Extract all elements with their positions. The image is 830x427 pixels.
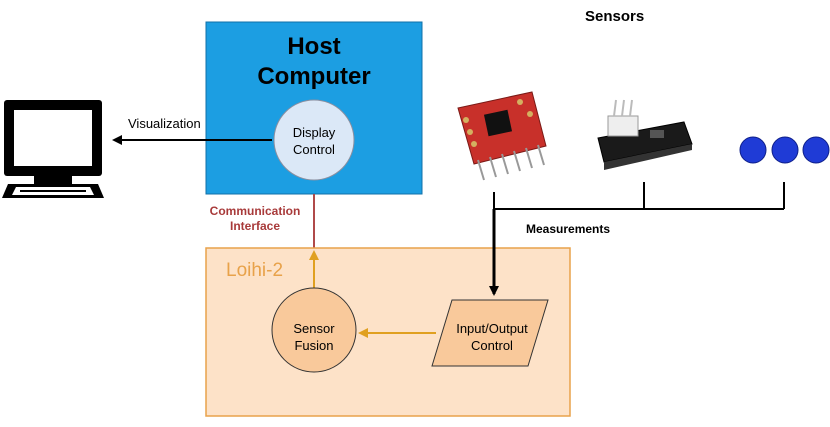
fusion-label-line-2: Fusion xyxy=(294,338,334,353)
visualization-label: Visualization xyxy=(128,116,201,131)
io-label-line-1: Input/Output xyxy=(456,321,528,336)
monitor-icon xyxy=(2,100,104,198)
io-label-line-2: Control xyxy=(471,338,513,353)
fusion-label-line-1: Sensor xyxy=(293,321,335,336)
display-label-line-1: Display xyxy=(292,125,336,140)
display-control-label: Display Control xyxy=(272,124,356,158)
sensor-board-1-icon xyxy=(457,91,547,181)
sensor-fusion-node xyxy=(271,287,357,373)
display-control-node xyxy=(273,99,355,181)
sensor-bus xyxy=(493,182,785,210)
communication-interface-label: Communication Interface xyxy=(190,204,320,234)
host-title-line-1: Host xyxy=(287,33,341,60)
sensors-title: Sensors xyxy=(585,8,645,25)
measurements-label: Measurements xyxy=(526,222,611,236)
comm-label-line-1: Communication xyxy=(209,204,301,218)
display-label-line-2: Control xyxy=(293,142,335,157)
loihi-title: Loihi-2 xyxy=(226,260,284,281)
sensor-fusion-label: Sensor Fusion xyxy=(272,320,356,354)
sensor-board-2-icon xyxy=(597,99,693,170)
host-title-line-2: Computer xyxy=(257,63,371,90)
io-control-node xyxy=(431,299,549,367)
more-sensors-icon xyxy=(739,136,830,164)
host-computer-title: Host Computer xyxy=(206,32,422,92)
io-control-label: Input/Output Control xyxy=(440,320,544,354)
comm-label-line-2: Interface xyxy=(229,219,281,233)
